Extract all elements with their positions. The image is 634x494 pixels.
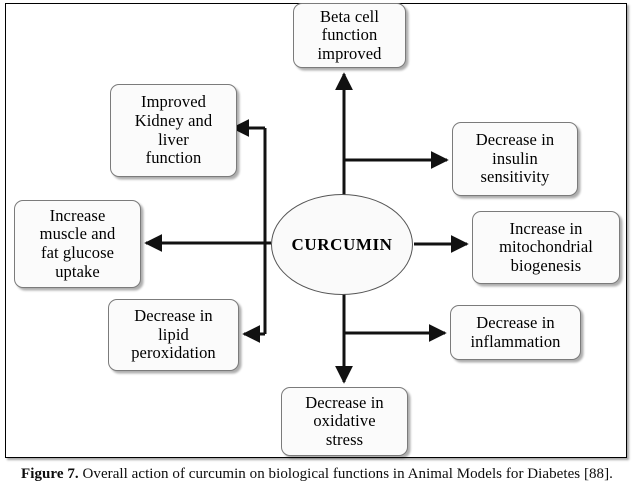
node-decrease-inflammation[interactable]: Decrease in inflammation [450,305,581,360]
figure-caption: Figure 7. Overall action of curcumin on … [0,466,634,483]
figure-caption-text: Overall action of curcumin on biological… [82,466,613,482]
node-beta-cell-function[interactable]: Beta cell function improved [293,3,406,68]
figure-caption-label: Figure 7. [21,466,79,482]
node-decrease-insulin-sensitivity[interactable]: Decrease in insulin sensitivity [452,122,578,196]
node-decrease-oxidative-stress[interactable]: Decrease in oxidative stress [281,387,408,456]
node-decrease-lipid-peroxidation[interactable]: Decrease in lipid peroxidation [108,299,239,371]
node-increase-muscle-fat-glucose-uptake[interactable]: Increase muscle and fat glucose uptake [14,200,141,288]
hub-curcumin[interactable]: CURCUMIN [271,194,413,295]
node-increase-mitochondrial-biogenesis[interactable]: Increase in mitochondrial biogenesis [472,211,620,284]
node-improved-kidney-liver-function[interactable]: Improved Kidney and liver function [110,84,237,177]
